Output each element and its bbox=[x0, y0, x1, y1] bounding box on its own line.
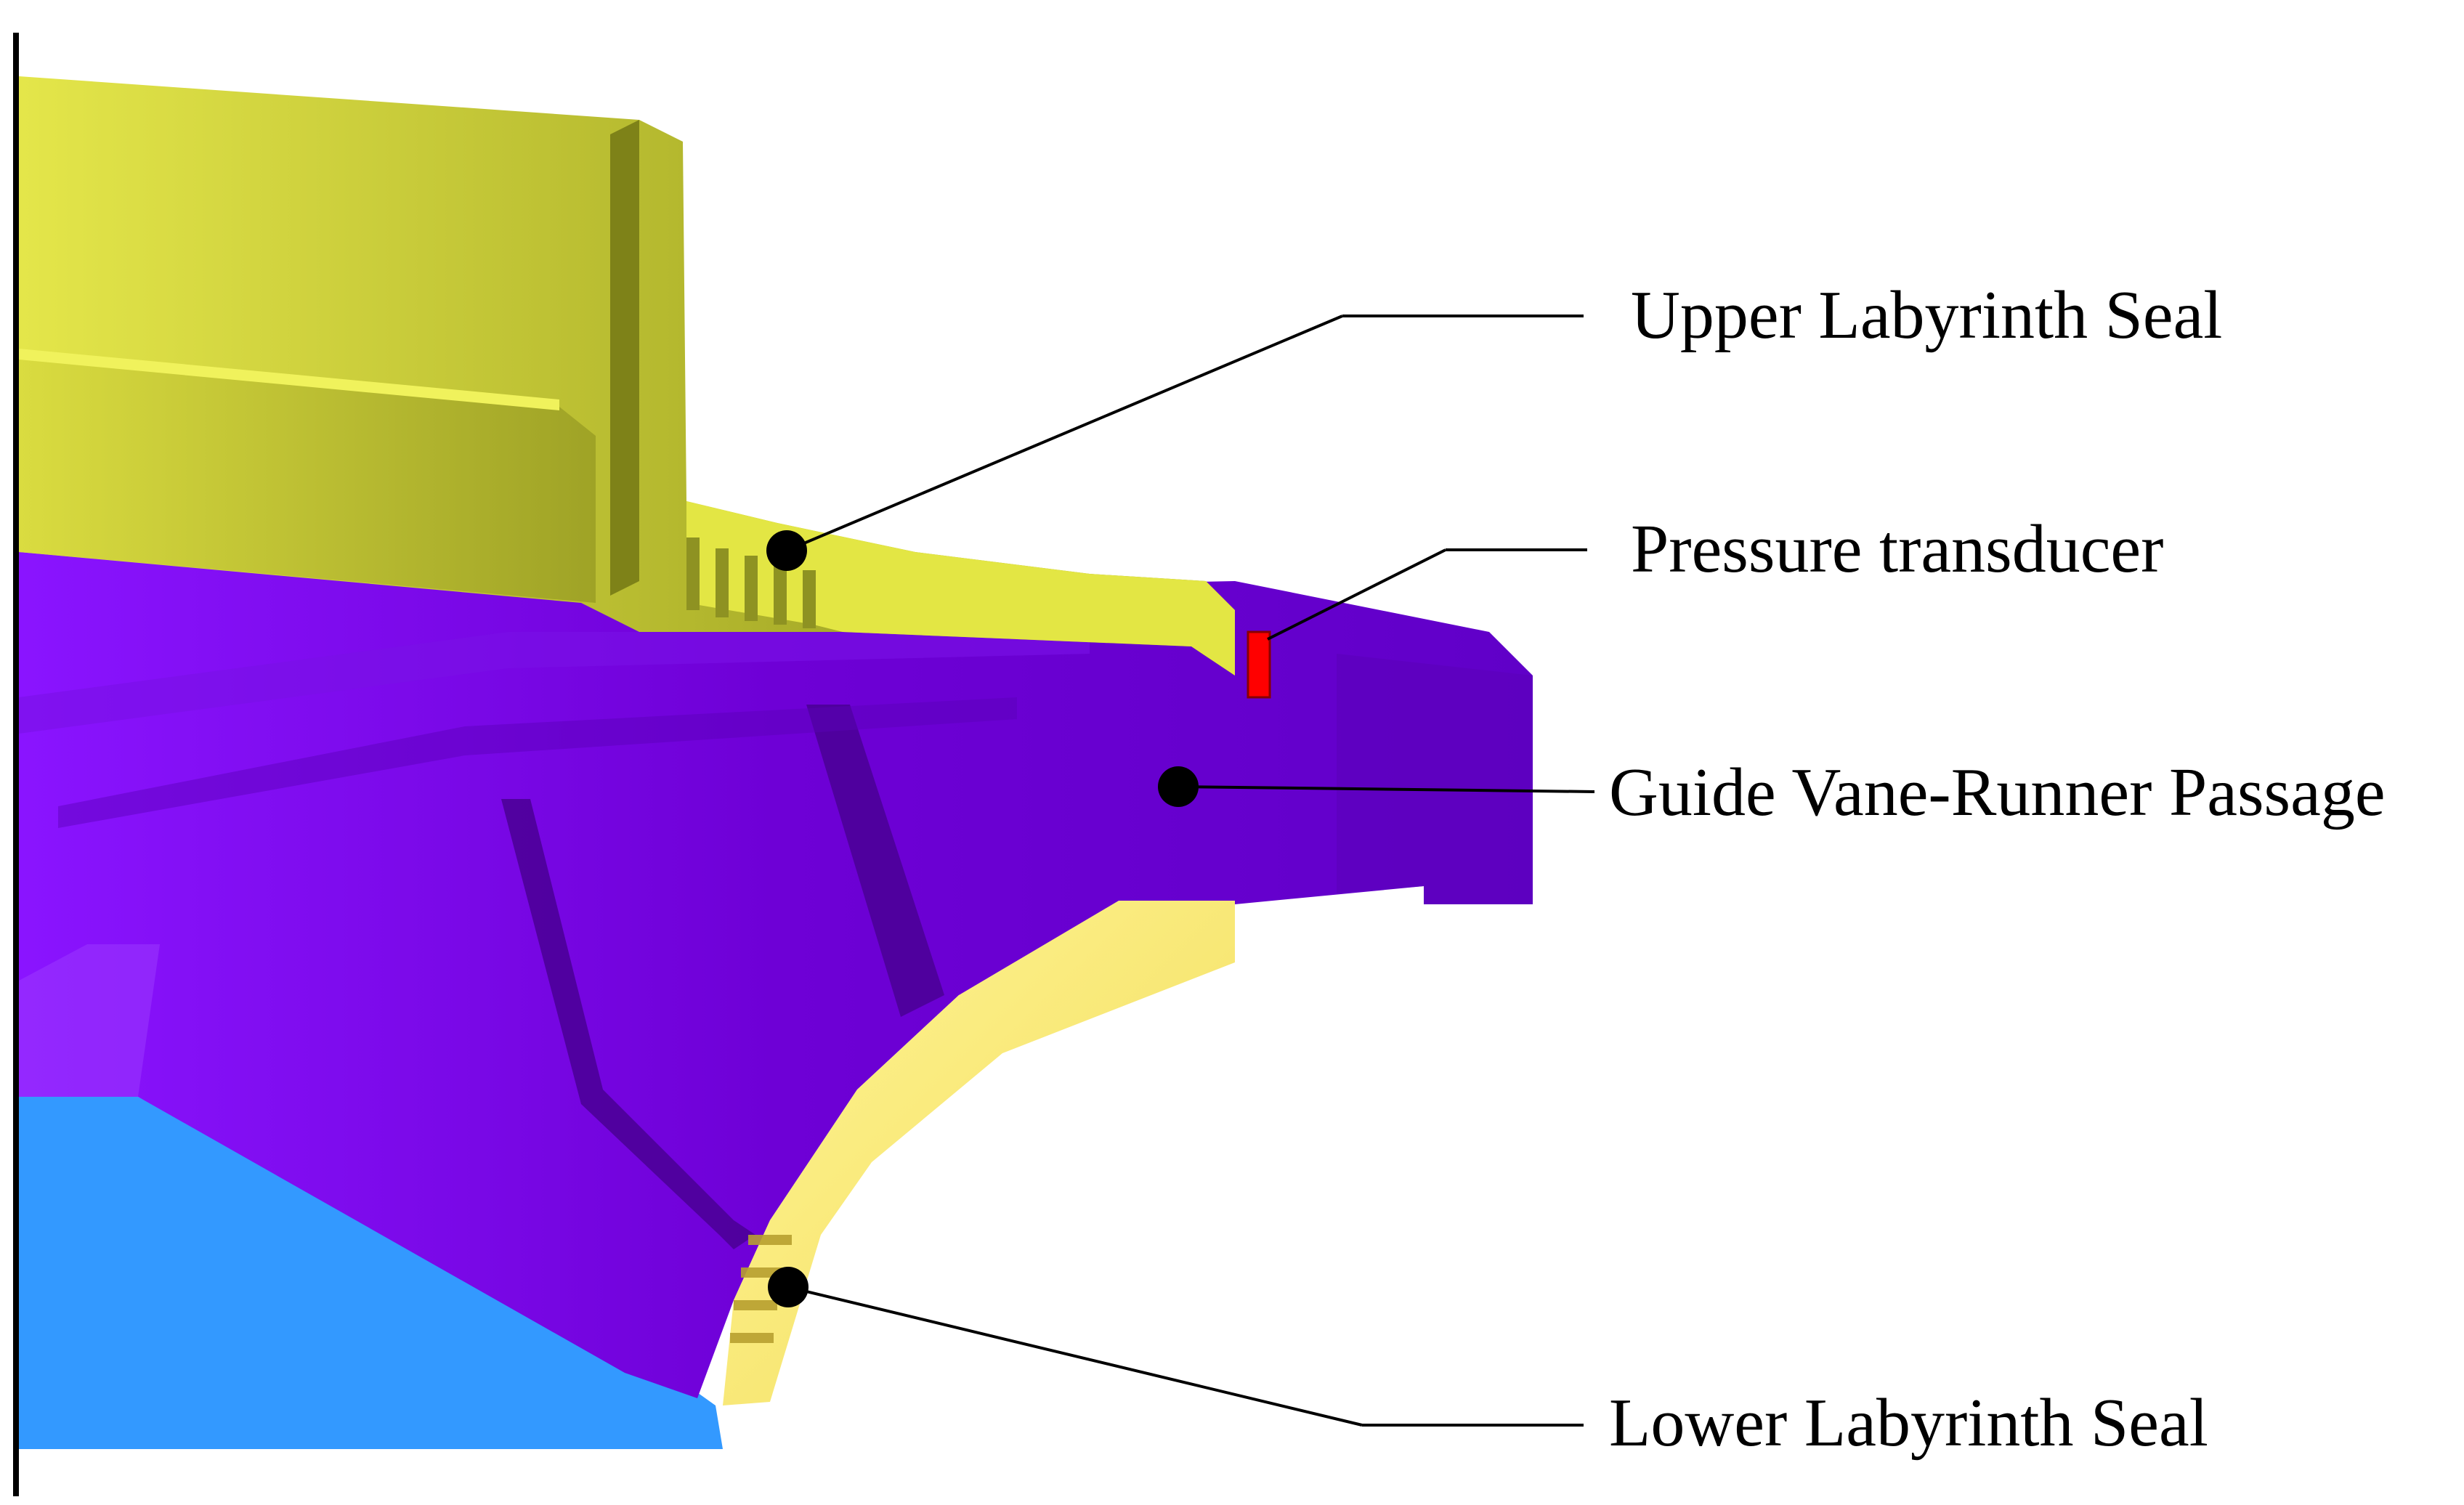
guide-vane-face bbox=[1337, 654, 1533, 904]
callout-dot bbox=[1158, 766, 1199, 807]
leader-line bbox=[786, 315, 1343, 552]
hub-highlight bbox=[19, 944, 160, 1097]
callout-dot bbox=[768, 1267, 808, 1307]
callout-dot bbox=[766, 530, 807, 571]
callout-pressure-transducer: Pressure transducer bbox=[1267, 511, 2163, 641]
callout-lower-seal: Lower Labyrinth Seal bbox=[768, 1267, 2208, 1461]
runner-band-highlight bbox=[19, 632, 1090, 734]
lower-seal-region bbox=[723, 901, 1235, 1405]
upper-labyrinth-teeth bbox=[686, 538, 816, 628]
label-lower-seal: Lower Labyrinth Seal bbox=[1609, 1385, 2208, 1461]
draft-tube-region bbox=[19, 1097, 723, 1449]
label-passage: Guide Vane-Runner Passage bbox=[1609, 755, 2386, 830]
leader-line bbox=[1267, 548, 1446, 641]
head-cover-ring-edge bbox=[19, 349, 559, 410]
callout-upper-seal: Upper Labyrinth Seal bbox=[766, 277, 2222, 571]
head-cover-inner-ring bbox=[19, 356, 596, 603]
label-upper-seal: Upper Labyrinth Seal bbox=[1631, 277, 2222, 353]
head-cover-step bbox=[610, 120, 639, 596]
runner-blade-shadow bbox=[501, 799, 755, 1249]
callout-passage: Guide Vane-Runner Passage bbox=[1158, 755, 2386, 830]
leader-line bbox=[787, 1286, 1363, 1427]
leader-line bbox=[1178, 785, 1595, 793]
runner-blade-shadow bbox=[806, 705, 944, 1017]
runner-band-shadow bbox=[58, 697, 1017, 828]
pressure-transducer-marker bbox=[1247, 630, 1271, 699]
head-cover-flange bbox=[686, 501, 1235, 676]
label-pressure-transducer: Pressure transducer bbox=[1631, 511, 2163, 587]
passage-region bbox=[19, 545, 1533, 1398]
